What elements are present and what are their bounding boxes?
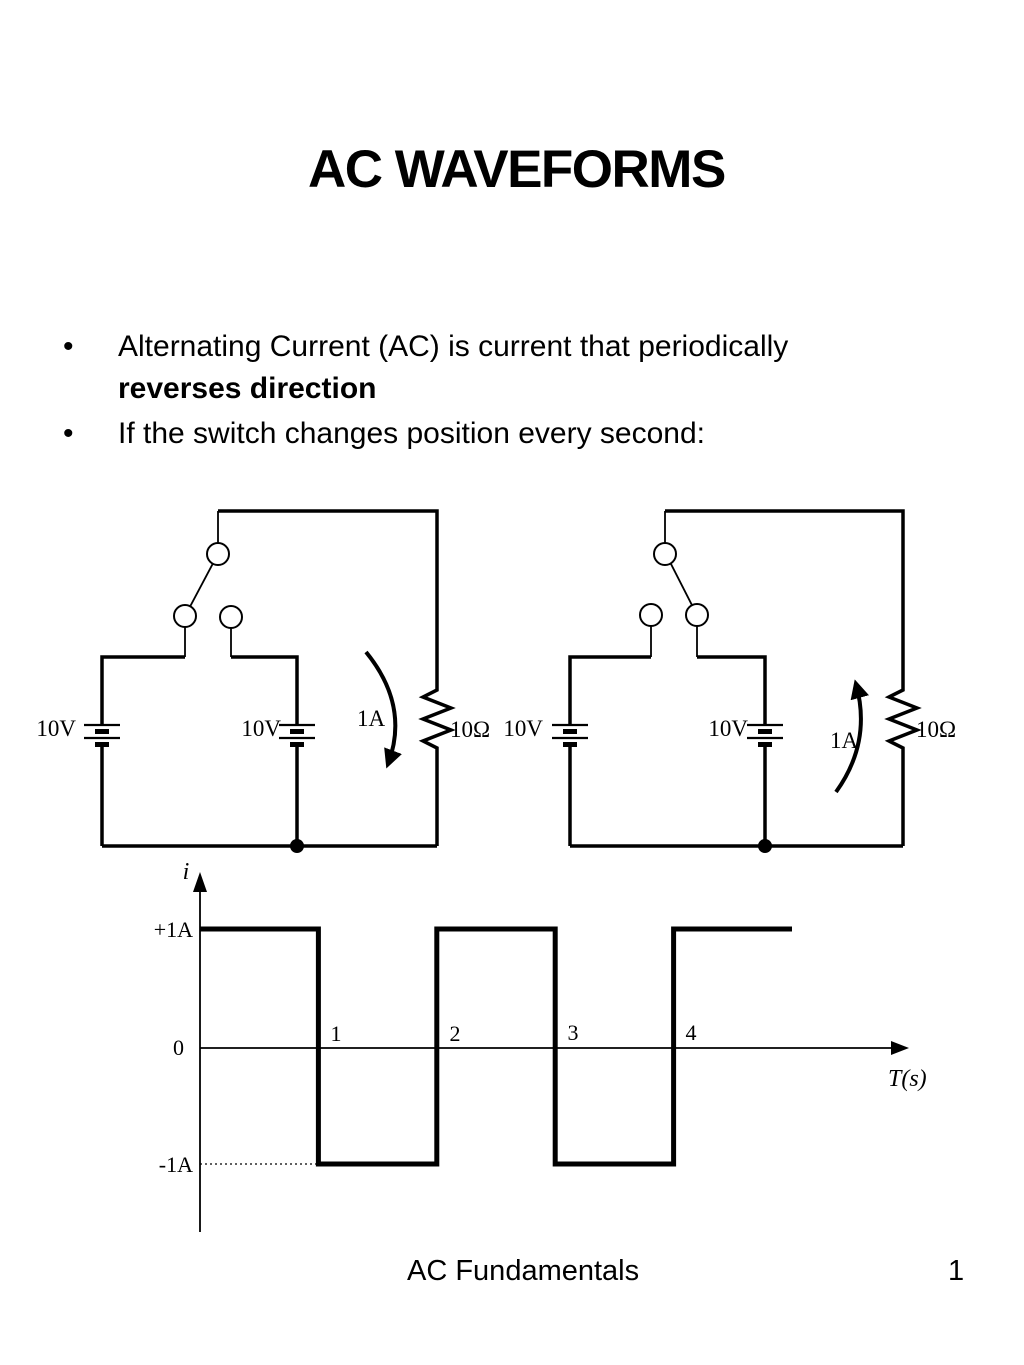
- x-tick-3: 3: [568, 1020, 579, 1045]
- waveform-chart: i +1A 0 -1A 1 2 3 4 T(s): [154, 859, 927, 1232]
- resistor-label: 10Ω: [916, 717, 956, 742]
- current-arrow-counterclockwise: [834, 679, 869, 794]
- battery-middle-label: 10V: [708, 716, 748, 741]
- current-arrow-clockwise: [364, 650, 402, 769]
- y-axis-label: i: [183, 859, 190, 885]
- battery-left-symbol: [84, 723, 120, 747]
- wire-top-and-resistor-branch: [665, 509, 922, 846]
- bullet-marker: •: [63, 330, 74, 363]
- x-axis-label: T(s): [888, 1066, 927, 1092]
- y-axis-arrowhead: [193, 872, 207, 892]
- bullet-item-2: • If the switch changes position every s…: [63, 413, 705, 455]
- wire-middle-battery-branch: [231, 655, 299, 724]
- x-axis-arrowhead: [891, 1041, 909, 1055]
- x-tick-2: 2: [450, 1021, 461, 1046]
- waveform-path: [200, 926, 792, 1167]
- battery-left-symbol: [552, 723, 588, 747]
- wire-top-and-resistor-branch: [218, 509, 456, 846]
- circuit-left: 10V 10V 10Ω 1A: [36, 509, 490, 853]
- bullet-marker: •: [63, 417, 74, 450]
- x-tick-1: 1: [331, 1021, 342, 1046]
- circuit-right: 10V 10V 10Ω 1A: [503, 509, 956, 853]
- switch-arm: [670, 563, 693, 606]
- y-tick-minus-1a: -1A: [159, 1152, 193, 1177]
- switch-contact-top: [653, 542, 677, 566]
- y-tick-plus-1a: +1A: [154, 917, 193, 942]
- bullet-2-line-1: If the switch changes position every sec…: [118, 417, 705, 450]
- junction-dot: [758, 839, 772, 853]
- bullet-1-line-1: Alternating Current (AC) is current that…: [118, 330, 789, 363]
- switch-contact-right: [219, 605, 243, 629]
- switch-contact-left: [639, 603, 663, 627]
- bullet-item-1: • Alternating Current (AC) is current th…: [63, 326, 788, 410]
- switch-arm: [189, 563, 214, 607]
- battery-left-label: 10V: [503, 716, 543, 741]
- battery-middle-symbol: [747, 723, 783, 747]
- current-label: 1A: [830, 728, 859, 753]
- battery-middle-symbol: [279, 723, 315, 747]
- junction-dot: [290, 839, 304, 853]
- wire-left-battery-branch: [568, 655, 651, 724]
- switch-contact-top: [206, 542, 230, 566]
- y-tick-zero: 0: [173, 1035, 184, 1060]
- bullet-text: If the switch changes position every sec…: [118, 413, 705, 455]
- bullet-text: Alternating Current (AC) is current that…: [118, 326, 788, 410]
- switch-contact-left: [173, 604, 197, 628]
- x-tick-4: 4: [686, 1020, 697, 1045]
- bullet-1-line-2-bold: reverses direction: [118, 372, 377, 405]
- footer-title: AC Fundamentals: [407, 1255, 640, 1287]
- current-label: 1A: [357, 706, 386, 731]
- switch-contact-right: [685, 603, 709, 627]
- battery-middle-label: 10V: [241, 716, 281, 741]
- page-title: AC WAVEFORMS: [308, 140, 726, 199]
- battery-left-label: 10V: [36, 716, 76, 741]
- wire-left-battery-branch: [100, 655, 185, 724]
- wire-middle-battery-branch: [697, 655, 767, 724]
- resistor-label: 10Ω: [450, 717, 490, 742]
- page-number: 1: [948, 1255, 965, 1287]
- switch: [639, 511, 709, 657]
- switch: [173, 511, 243, 657]
